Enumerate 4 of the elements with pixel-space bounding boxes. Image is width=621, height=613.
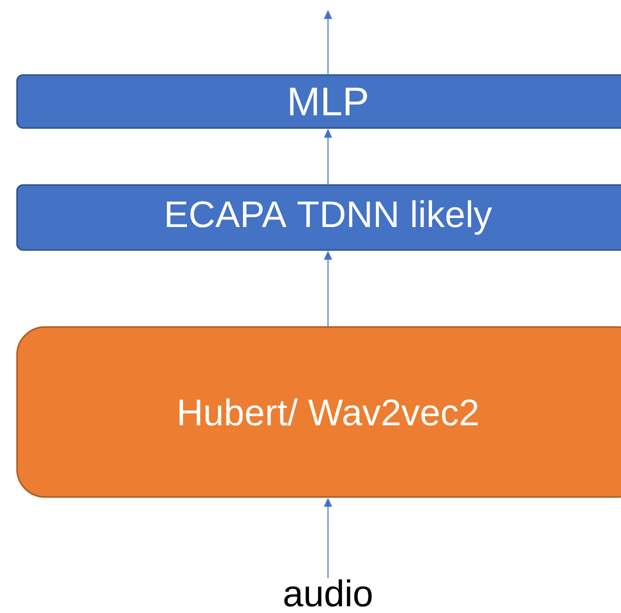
- layer-box: MLP: [16, 74, 621, 129]
- input-label: audio: [284, 579, 372, 607]
- layer-box: ECAPA TDNN likely: [16, 184, 621, 251]
- model-box: Hubert/ Wav2vec2: [16, 326, 621, 498]
